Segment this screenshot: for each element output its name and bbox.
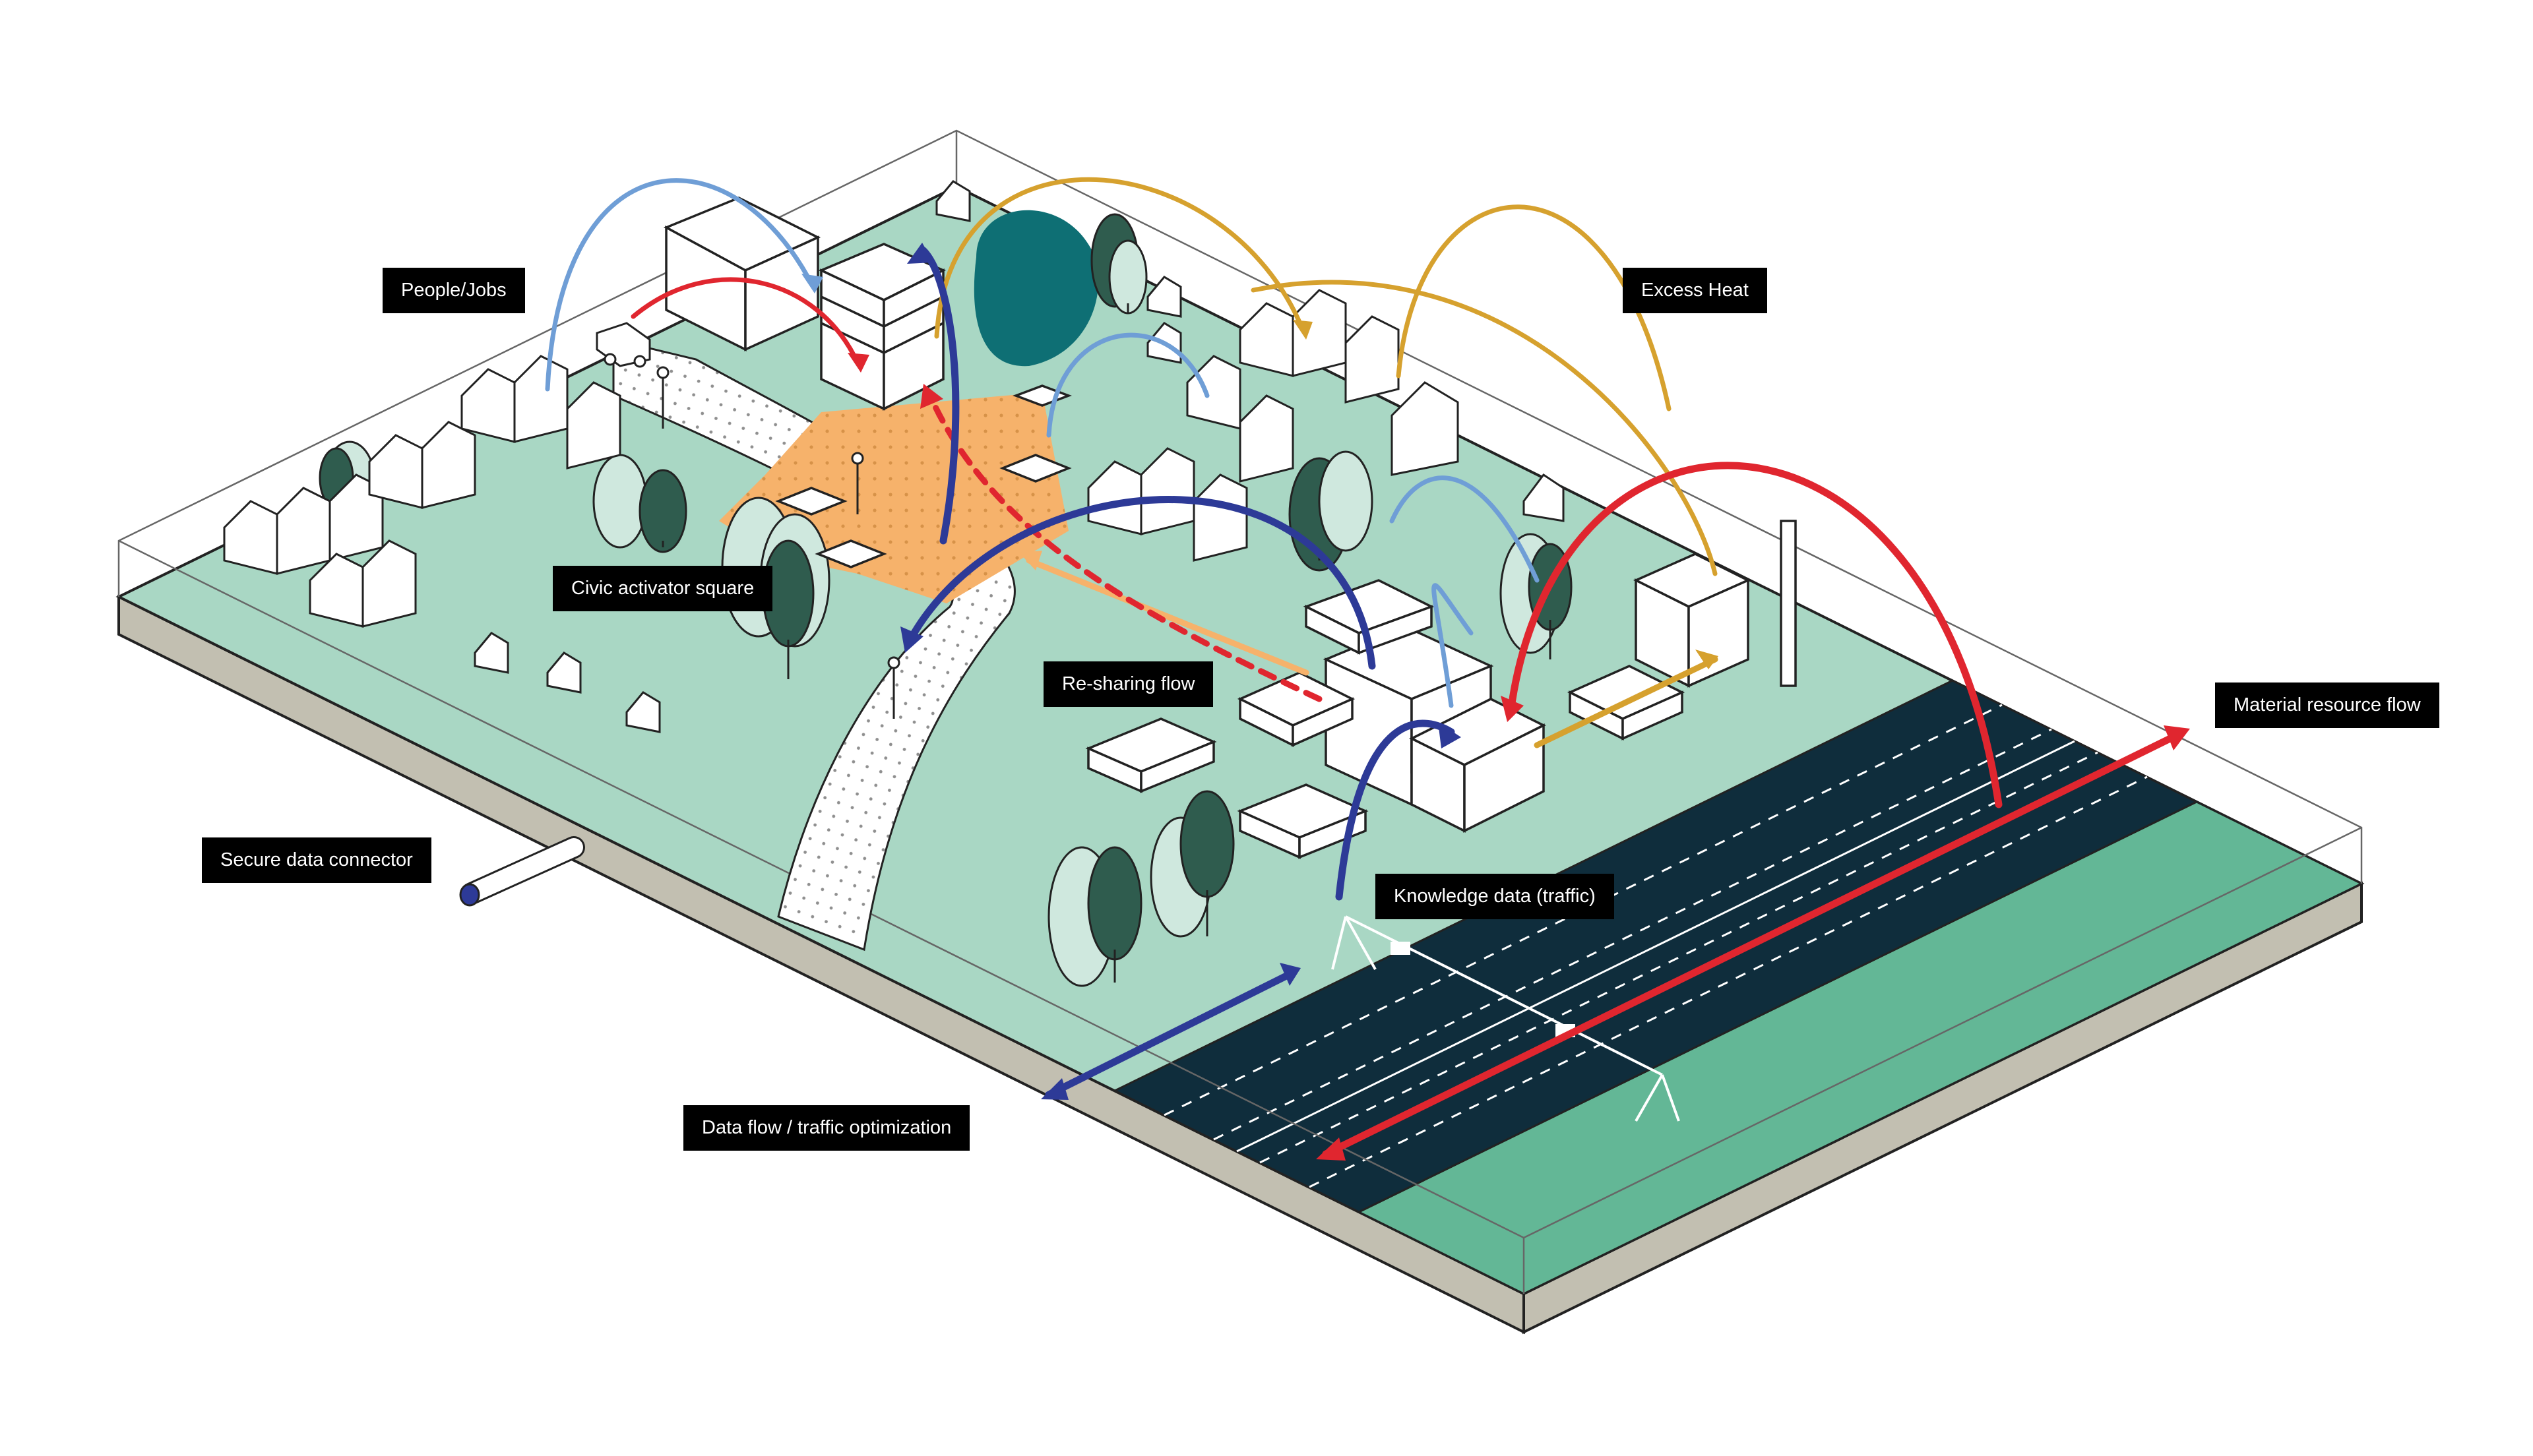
material-resource-arrow — [1322, 731, 2181, 1158]
arrowhead — [1041, 1078, 1069, 1100]
excess-heat-arc-1 — [934, 177, 1305, 339]
label-knowledge-data-traffic: Knowledge data (traffic) — [1375, 874, 1614, 919]
tower-building — [818, 243, 947, 411]
arrowhead — [900, 626, 923, 653]
tree — [1150, 790, 1235, 938]
highway-lane-markings — [1164, 704, 2148, 1188]
excess-heat-arrow — [1534, 656, 1718, 748]
arrowhead — [1019, 551, 1042, 570]
arrowhead — [1316, 1138, 1346, 1161]
arrowhead — [2164, 725, 2190, 750]
traffic-gantry — [1331, 915, 1680, 1122]
label-material-resource-flow: Material resource flow — [2215, 682, 2439, 728]
excess-heat-arc-3 — [1251, 280, 1718, 576]
label-excess-heat: Excess Heat — [1623, 268, 1767, 313]
re-sharing-dashed-arrow — [927, 392, 1323, 702]
house-row-center — [1087, 447, 1248, 562]
arrowhead — [1293, 320, 1313, 340]
house-row-west — [223, 355, 621, 628]
tree — [1090, 213, 1148, 315]
house-small — [474, 180, 1565, 733]
data-flow-arrow — [1045, 969, 1297, 1099]
label-re-sharing-flow: Re-sharing flow — [1044, 661, 1214, 707]
re-sharing-arrow — [1026, 557, 1309, 676]
tree — [1048, 846, 1142, 987]
arrowheads — [801, 243, 2190, 1161]
highway-edge-lines — [1236, 740, 2075, 1153]
data-connector-pipe — [459, 836, 585, 907]
arrowhead — [907, 243, 933, 264]
label-people-jobs: People/Jobs — [383, 268, 525, 313]
tree — [592, 454, 687, 553]
arrowhead — [1438, 722, 1461, 748]
people-jobs-red-arc — [631, 277, 860, 365]
material-resource-arc — [1507, 462, 2003, 808]
factory-building — [1633, 520, 1797, 688]
arrowhead — [1501, 696, 1524, 722]
arrowhead — [1695, 650, 1718, 669]
knowledge-arc-square — [906, 496, 1376, 670]
knowledge-arc-tower — [920, 247, 960, 545]
arrowhead — [1280, 963, 1301, 986]
flow-arrows — [545, 177, 2181, 1158]
knowledge-arc-hub — [1335, 719, 1455, 901]
pond — [974, 210, 1099, 367]
arrowhead — [801, 274, 823, 293]
street-lamps — [656, 366, 900, 719]
house-cluster-northeast — [1186, 289, 1459, 483]
arrowhead — [920, 384, 943, 409]
people-jobs-arc-2 — [1046, 332, 1210, 438]
people-jobs-arc-3 — [1389, 475, 1540, 583]
car-icon — [596, 322, 651, 368]
houses — [223, 180, 1565, 733]
label-civic-activator-square: Civic activator square — [553, 566, 773, 611]
people-jobs-arc-1 — [545, 178, 814, 392]
arrowhead — [848, 353, 869, 373]
people-jobs-arc-4 — [1431, 583, 1474, 708]
glass-volume-outline — [117, 129, 2363, 1294]
ground-slab — [115, 185, 2365, 1335]
label-data-flow-traffic-optimization: Data flow / traffic optimization — [683, 1105, 970, 1151]
label-secure-data-connector: Secure data connector — [202, 837, 431, 883]
